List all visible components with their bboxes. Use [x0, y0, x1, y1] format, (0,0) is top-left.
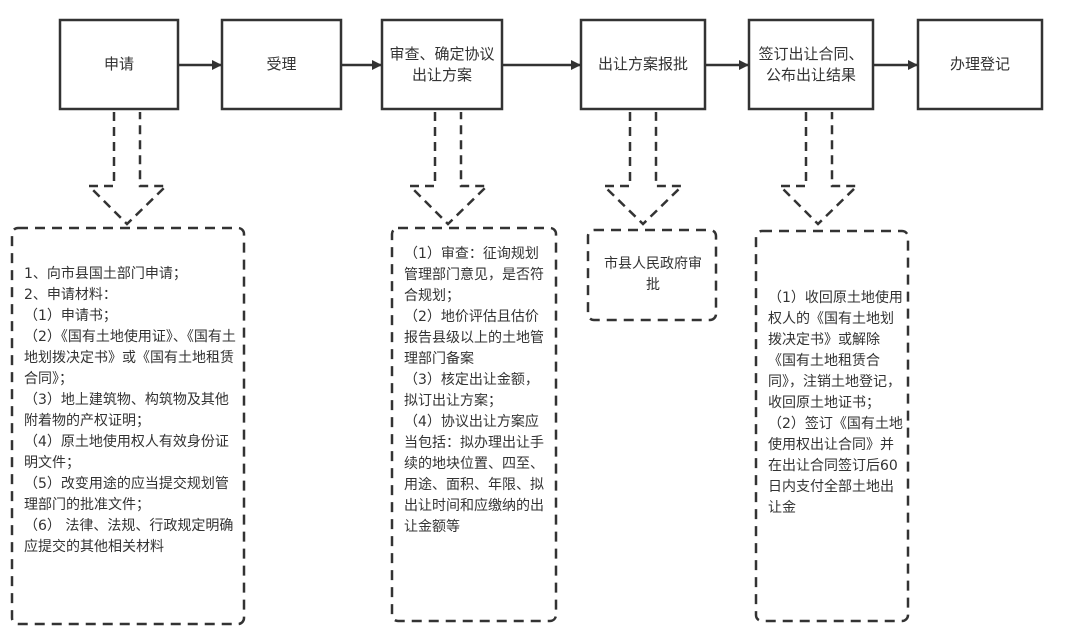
step-label-register: 办理登记: [949, 55, 1010, 73]
note-apply-line: 2、申请材料：: [24, 287, 117, 303]
step-label-accept: 受理: [266, 55, 297, 73]
note-apply-line: （2）《国有土地使用证》、《国有土地划拨决定书》或《国有土地租赁合同》；: [24, 329, 236, 387]
note-review-line: （1）审查：征询规划管理部门意见，是否符合规划；: [404, 246, 544, 304]
step-label-review: 审查、确定协议出让方案: [389, 44, 495, 84]
step-box-accept: [220, 18, 343, 111]
note-box-approve: [586, 228, 718, 322]
note-box-apply: [10, 226, 246, 626]
note-sign-line: （2）签订《国有土地使用权出让合同》并在出让合同签订后60日内支付全部土地出让金: [768, 416, 903, 516]
note-apply-line: （4）原土地使用权人有效身份证明文件；: [24, 434, 229, 471]
note-review-line: （4）协议出让方案应当包括：拟办理出让手续的地块位置、四至、用途、面积、年限、拟…: [404, 414, 544, 535]
note-apply-line: （6） 法律、法规、行政规定明确应提交的其他相关材料: [24, 518, 234, 555]
note-apply-line: （5）改变用途的应当提交规划管理部门的批准文件；: [24, 476, 229, 513]
note-apply-line: （1）申请书；: [24, 308, 117, 324]
note-sign: （1）收回原土地使用权人的《国有土地划拨决定书》或解除《国有土地租赁合同》，注销…: [768, 288, 906, 519]
dashed-down-arrow-sign: [776, 112, 861, 226]
step-label-apply: 申请: [103, 55, 134, 73]
note-apply-line: 1、向市县国土部门申请；: [24, 266, 187, 282]
note-review: （1）审查：征询规划管理部门意见，是否符合规划； （2）地价评估且估价报告县级以…: [404, 244, 552, 538]
note-approve: 市县人民政府审批: [598, 232, 708, 318]
step-box-register: [916, 18, 1044, 111]
note-sign-line: （1）收回原土地使用权人的《国有土地划拨决定书》或解除《国有土地租赁合同》，注销…: [768, 290, 903, 411]
step-box-sign: [747, 18, 875, 111]
note-review-line: （3）核定出让金额，拟订出让方案；: [404, 372, 539, 409]
step-box-approve: [579, 18, 707, 111]
note-apply: 1、向市县国土部门申请； 2、申请材料： （1）申请书； （2）《国有土地使用证…: [24, 264, 238, 558]
note-apply-line: （3）地上建筑物、构筑物及其他附着物的产权证明；: [24, 392, 229, 429]
note-review-line: （2）地价评估且估价报告县级以上的土地管理部门备案: [404, 309, 544, 367]
step-box-review: [380, 18, 504, 111]
note-box-sign: [754, 229, 910, 623]
step-box-apply: [58, 18, 180, 111]
dashed-down-arrow-approve: [600, 112, 686, 226]
dashed-down-arrow-apply: [85, 112, 170, 226]
note-box-review: [390, 226, 558, 623]
step-label-sign: 签订出让合同、公布出让结果: [758, 44, 864, 84]
step-label-approve: 出让方案报批: [597, 55, 688, 73]
dashed-down-arrow-review: [406, 112, 491, 226]
note-approve-line: 市县人民政府审批: [604, 256, 702, 293]
